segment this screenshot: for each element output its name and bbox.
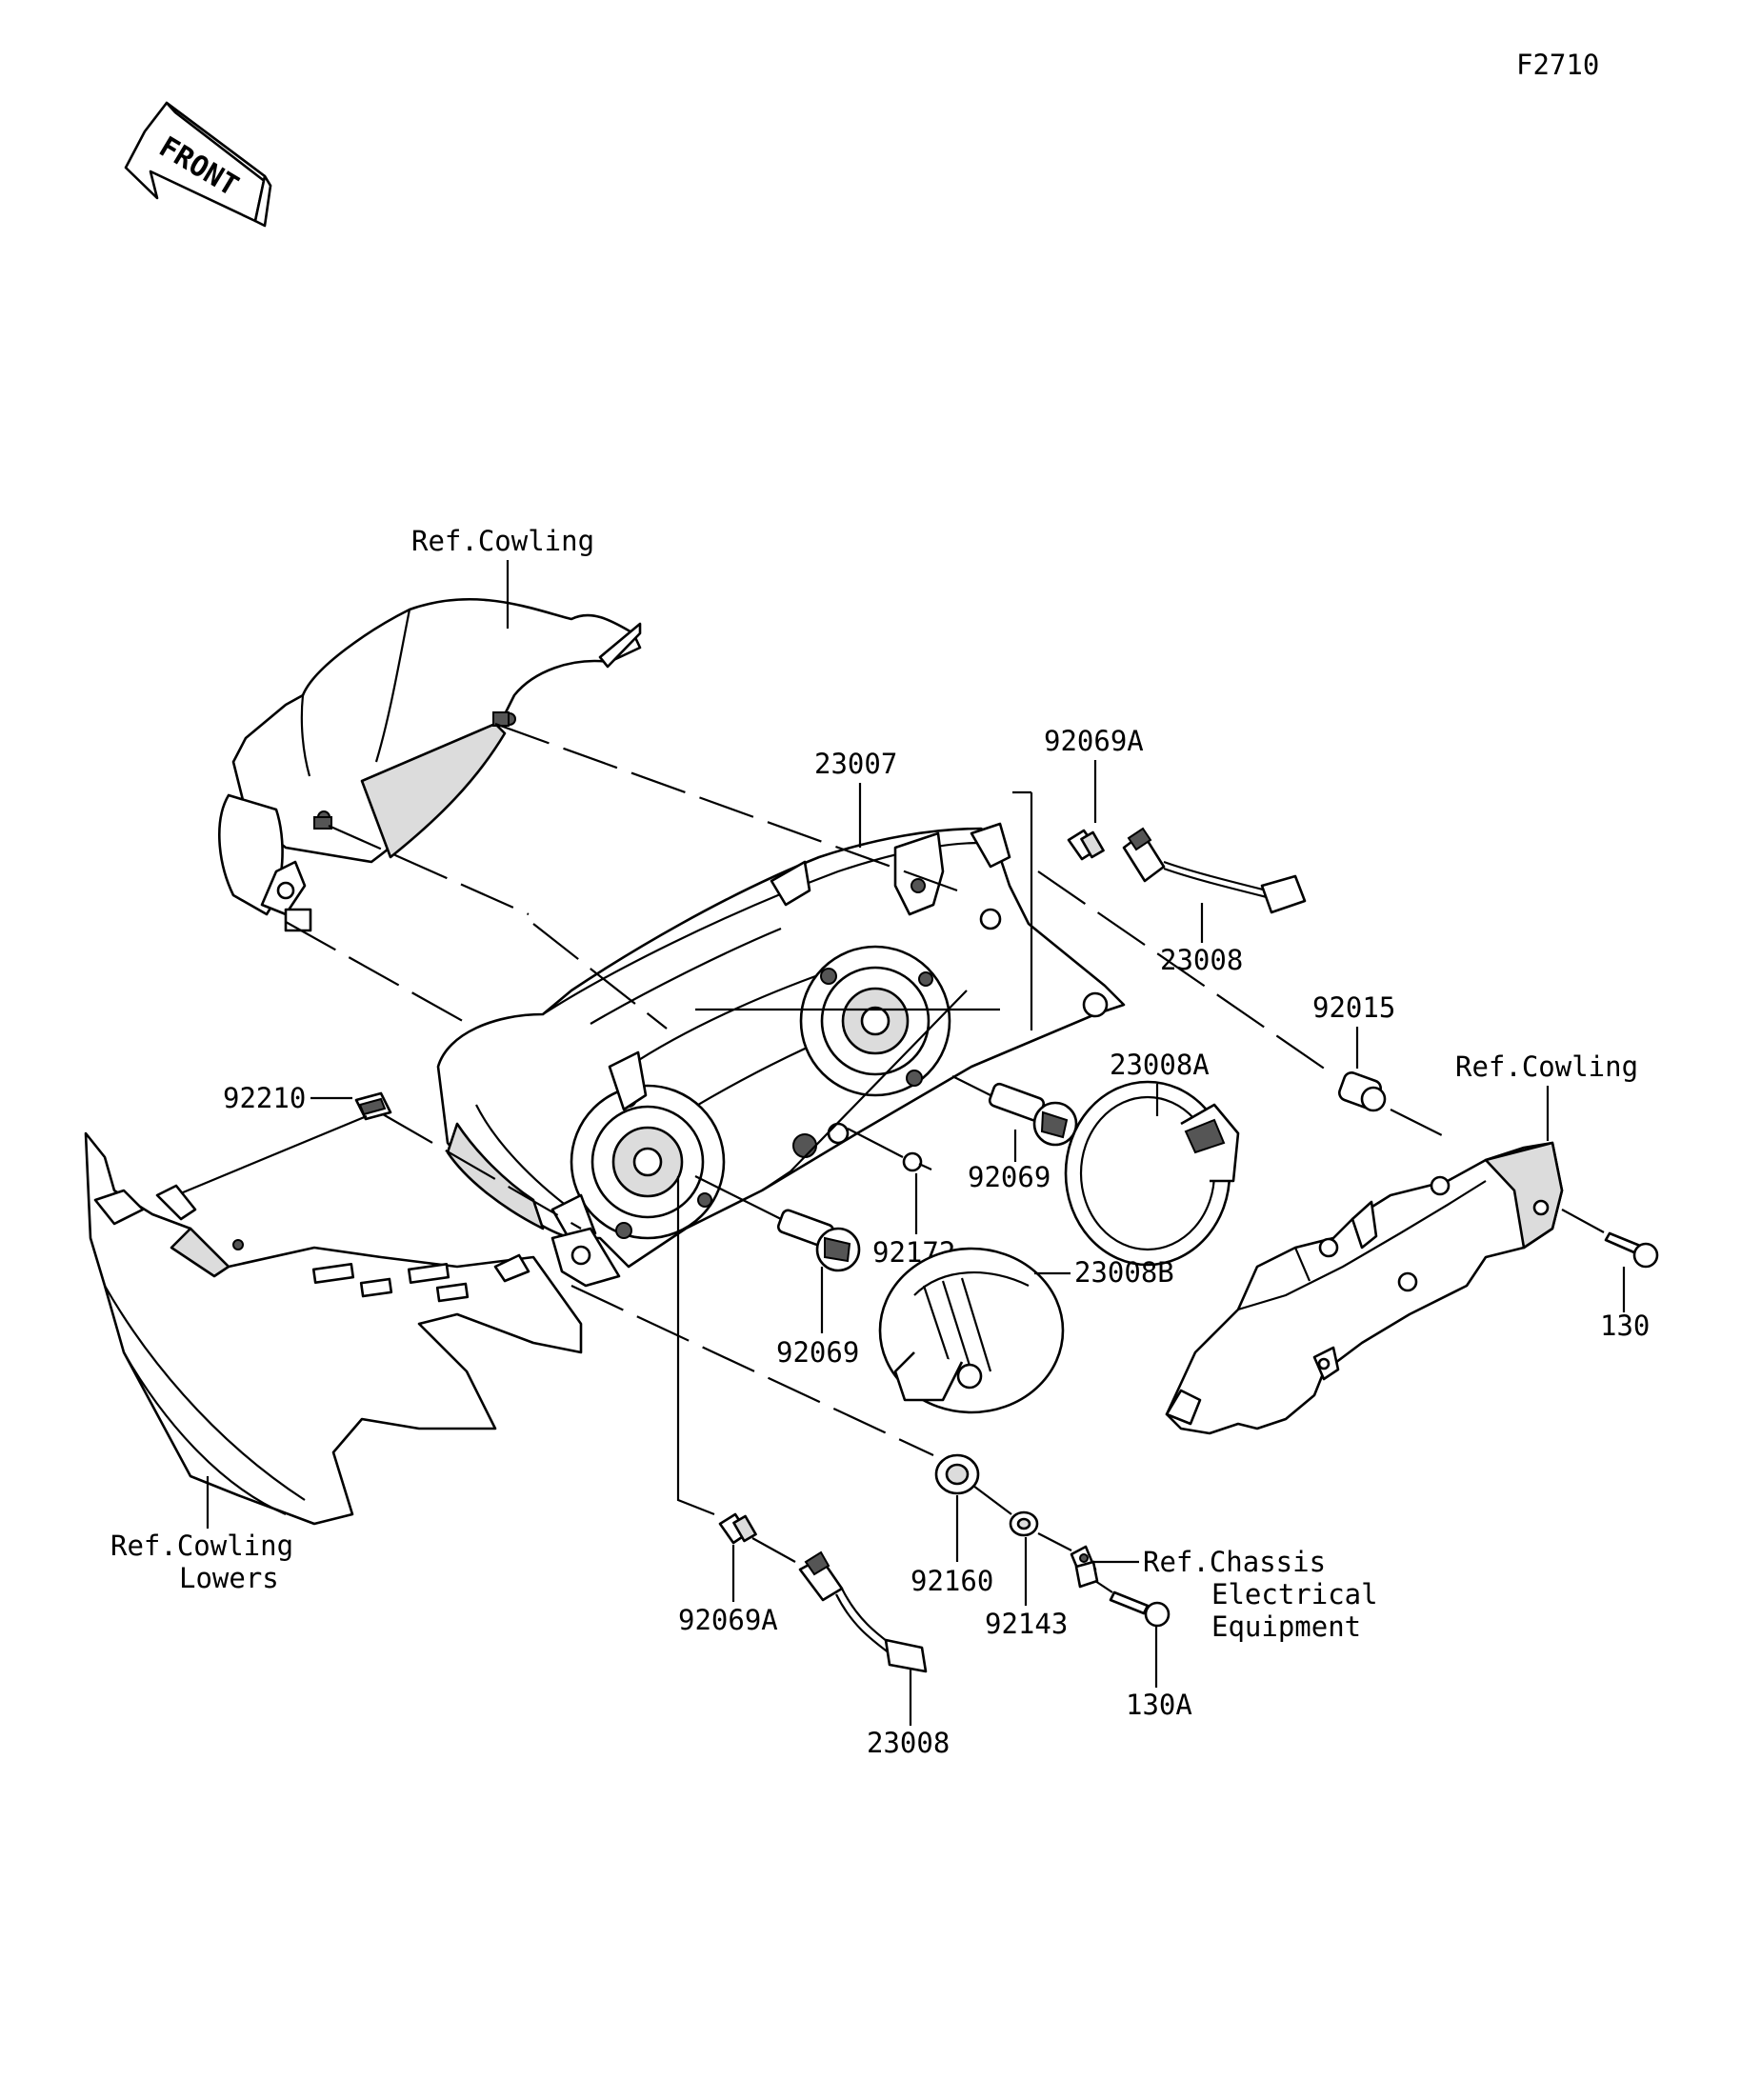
cover-23008B — [878, 1247, 1065, 1414]
part-92069-lower-label: 92069 — [776, 1336, 859, 1369]
part-23008A-label: 23008A — [1110, 1049, 1210, 1081]
part-92143-label: 92143 — [985, 1608, 1068, 1640]
collar-92143 — [1009, 1510, 1039, 1537]
part-130A-label: 130A — [1126, 1689, 1192, 1721]
bulb-92069-lower — [776, 1209, 861, 1272]
ref-cowling-lowers-line1: Ref.Cowling — [110, 1530, 293, 1562]
part-92160-label: 92160 — [911, 1565, 993, 1597]
bolt-130 — [1561, 1209, 1659, 1269]
ref-chassis-line2: Electrical — [1211, 1578, 1378, 1610]
clip-92210 — [354, 1091, 392, 1121]
part-92069A-top-label: 92069A — [1044, 725, 1144, 757]
socket-23008-bottom — [798, 1550, 928, 1673]
part-23008-top-label: 23008 — [1160, 944, 1243, 976]
upper-cowling — [218, 598, 642, 932]
ref-cowling-right-label: Ref.Cowling — [1455, 1050, 1638, 1083]
part-23008-bottom-label: 23008 — [867, 1727, 950, 1759]
bulb-92069-center — [988, 1082, 1078, 1147]
part-92069A-bottom-label: 92069A — [678, 1604, 778, 1636]
headlight-assembly — [436, 822, 1126, 1288]
socket-23008-top — [1122, 827, 1307, 914]
grommet-92160 — [934, 1453, 980, 1495]
screw-92172 — [902, 1151, 932, 1172]
ref-chassis-line1: Ref.Chassis — [1143, 1546, 1326, 1578]
bulb-92069A-bottom — [718, 1512, 757, 1545]
ref-cowling-lowers-line2: Lowers — [179, 1562, 279, 1594]
lower-cowling — [84, 1131, 583, 1526]
cover-23008A — [1064, 1080, 1240, 1267]
inner-cowling-right — [1165, 1141, 1564, 1435]
ref-cowling-top-label: Ref.Cowling — [411, 525, 594, 557]
bracket-chassis — [1070, 1545, 1099, 1589]
part-23007-label: 23007 — [814, 748, 897, 780]
part-92210-label: 92210 — [223, 1082, 306, 1114]
part-23008B-label: 23008B — [1074, 1256, 1174, 1289]
part-92069-center-label: 92069 — [968, 1161, 1051, 1193]
front-arrow-icon: FRONT — [124, 101, 272, 228]
ref-chassis-line3: Equipment — [1211, 1610, 1361, 1643]
bolt-130A — [1094, 1580, 1171, 1628]
part-130-label: 130 — [1600, 1310, 1650, 1342]
part-92015 — [1338, 1071, 1387, 1112]
part-92015-label: 92015 — [1312, 991, 1395, 1024]
bulb-92069A-top — [1067, 829, 1105, 861]
figure-code: F2710 — [1516, 49, 1599, 81]
